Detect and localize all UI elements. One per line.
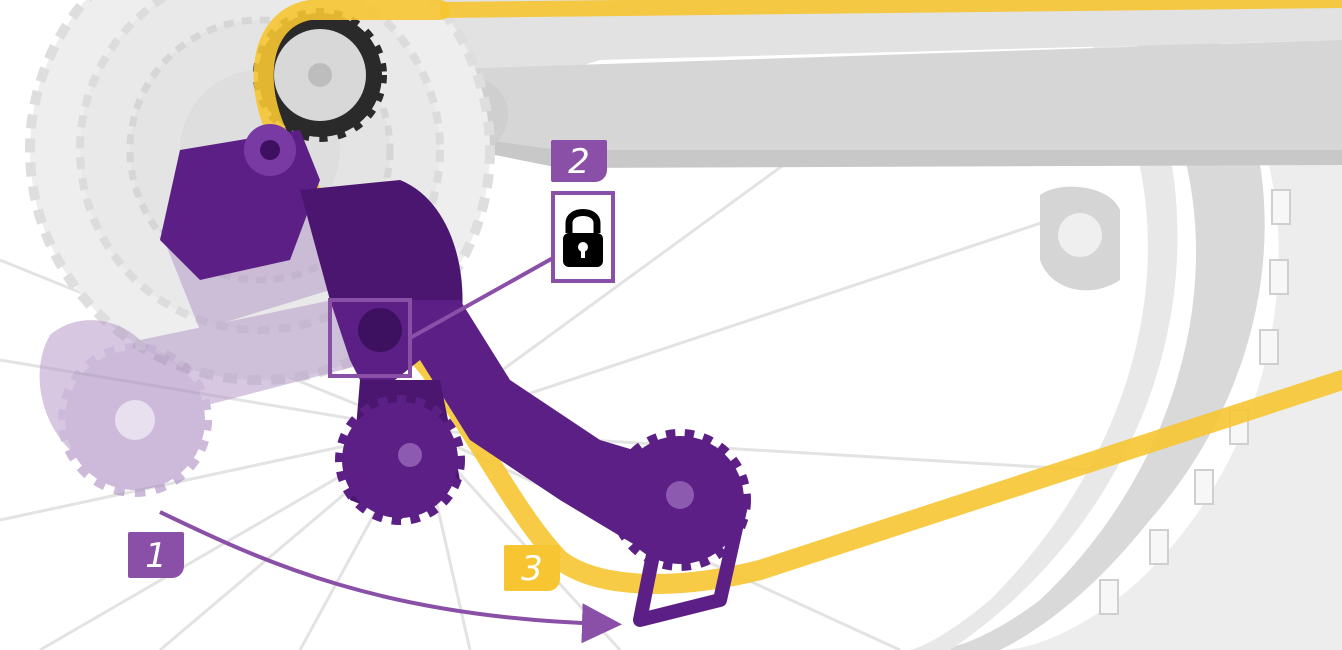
chain-upper — [440, 0, 1342, 10]
lock-box — [551, 191, 615, 283]
step-2-label: 2 — [568, 145, 590, 179]
step-3-badge: 3 — [504, 545, 560, 591]
step-3-label: 3 — [521, 552, 543, 586]
step-2-badge: 2 — [551, 140, 607, 182]
step-1-label: 1 — [145, 539, 167, 573]
step-1-badge: 1 — [128, 532, 184, 578]
lock-icon — [555, 195, 611, 279]
